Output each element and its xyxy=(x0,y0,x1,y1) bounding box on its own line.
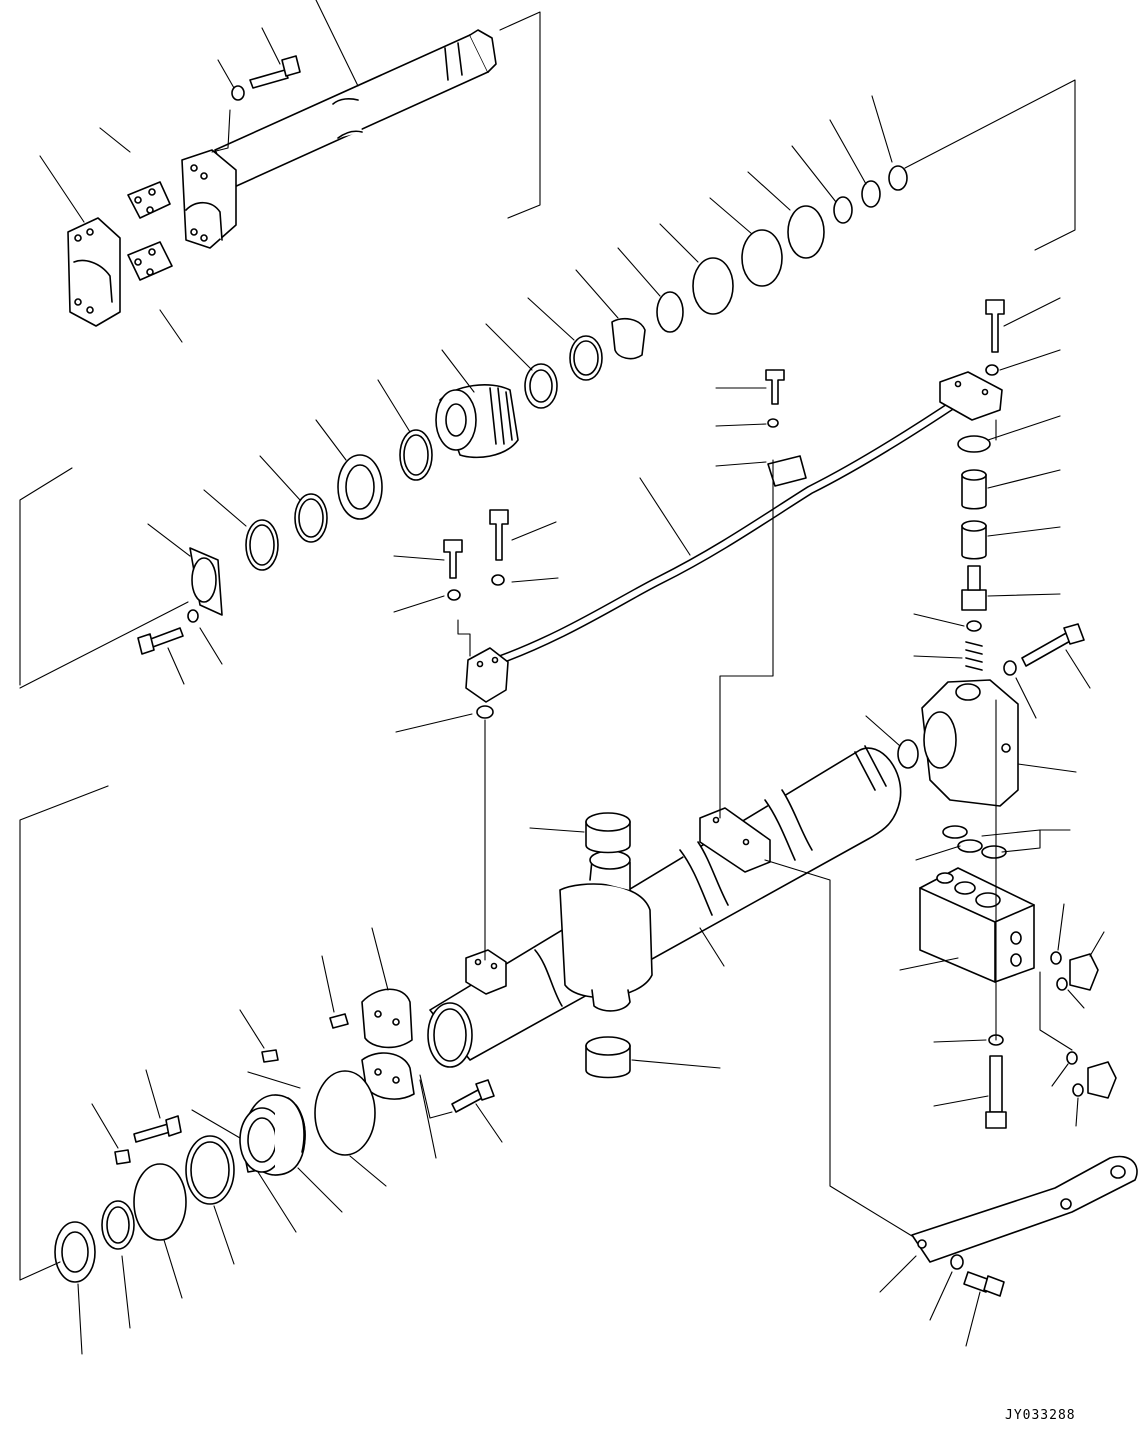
piston-rod xyxy=(215,30,496,188)
rod-end-eye xyxy=(182,150,236,248)
small-bolts xyxy=(444,300,1004,718)
long-pin xyxy=(134,1116,181,1142)
rod-washer xyxy=(232,86,244,100)
seal-ring-series xyxy=(525,166,907,408)
head-flange xyxy=(190,548,222,615)
rod-end-cap xyxy=(68,218,120,326)
shim-plate-lower xyxy=(128,242,172,280)
head-seals xyxy=(246,430,432,570)
set-screws xyxy=(115,1014,348,1172)
shim-plate-upper xyxy=(128,182,170,218)
drawing-code: JY033288 xyxy=(1005,1408,1076,1423)
valve-bolt xyxy=(1004,624,1084,675)
manifold-fittings xyxy=(1051,952,1116,1098)
tube-block-lower xyxy=(466,950,506,994)
bracket-bolt xyxy=(951,1255,1004,1296)
valve-body xyxy=(922,680,1018,806)
rod-bolt xyxy=(250,56,300,88)
tube-clamp xyxy=(768,456,806,486)
piston xyxy=(240,1095,305,1175)
manifold-bolt xyxy=(986,1035,1006,1128)
head-washer xyxy=(188,610,198,622)
manifold-orings xyxy=(943,826,1006,858)
trunnion xyxy=(560,851,652,1011)
valve-oring xyxy=(898,740,918,768)
tube-flange-lower xyxy=(466,648,508,702)
manifold-block xyxy=(920,868,1034,982)
trunnion-bushings xyxy=(586,813,630,1078)
tube-flange-upper xyxy=(940,372,1002,420)
group-brackets xyxy=(20,12,1075,1280)
valve-stack xyxy=(958,436,990,670)
head-bolt xyxy=(138,628,183,654)
leader-lines xyxy=(40,0,1104,1354)
cylinder-head xyxy=(436,385,518,458)
piston-nut-pieces xyxy=(362,989,414,1099)
pilot-tube xyxy=(485,400,960,665)
piston-rings xyxy=(55,1071,375,1282)
piston-bolt xyxy=(452,1080,494,1112)
support-bracket xyxy=(912,1157,1137,1262)
